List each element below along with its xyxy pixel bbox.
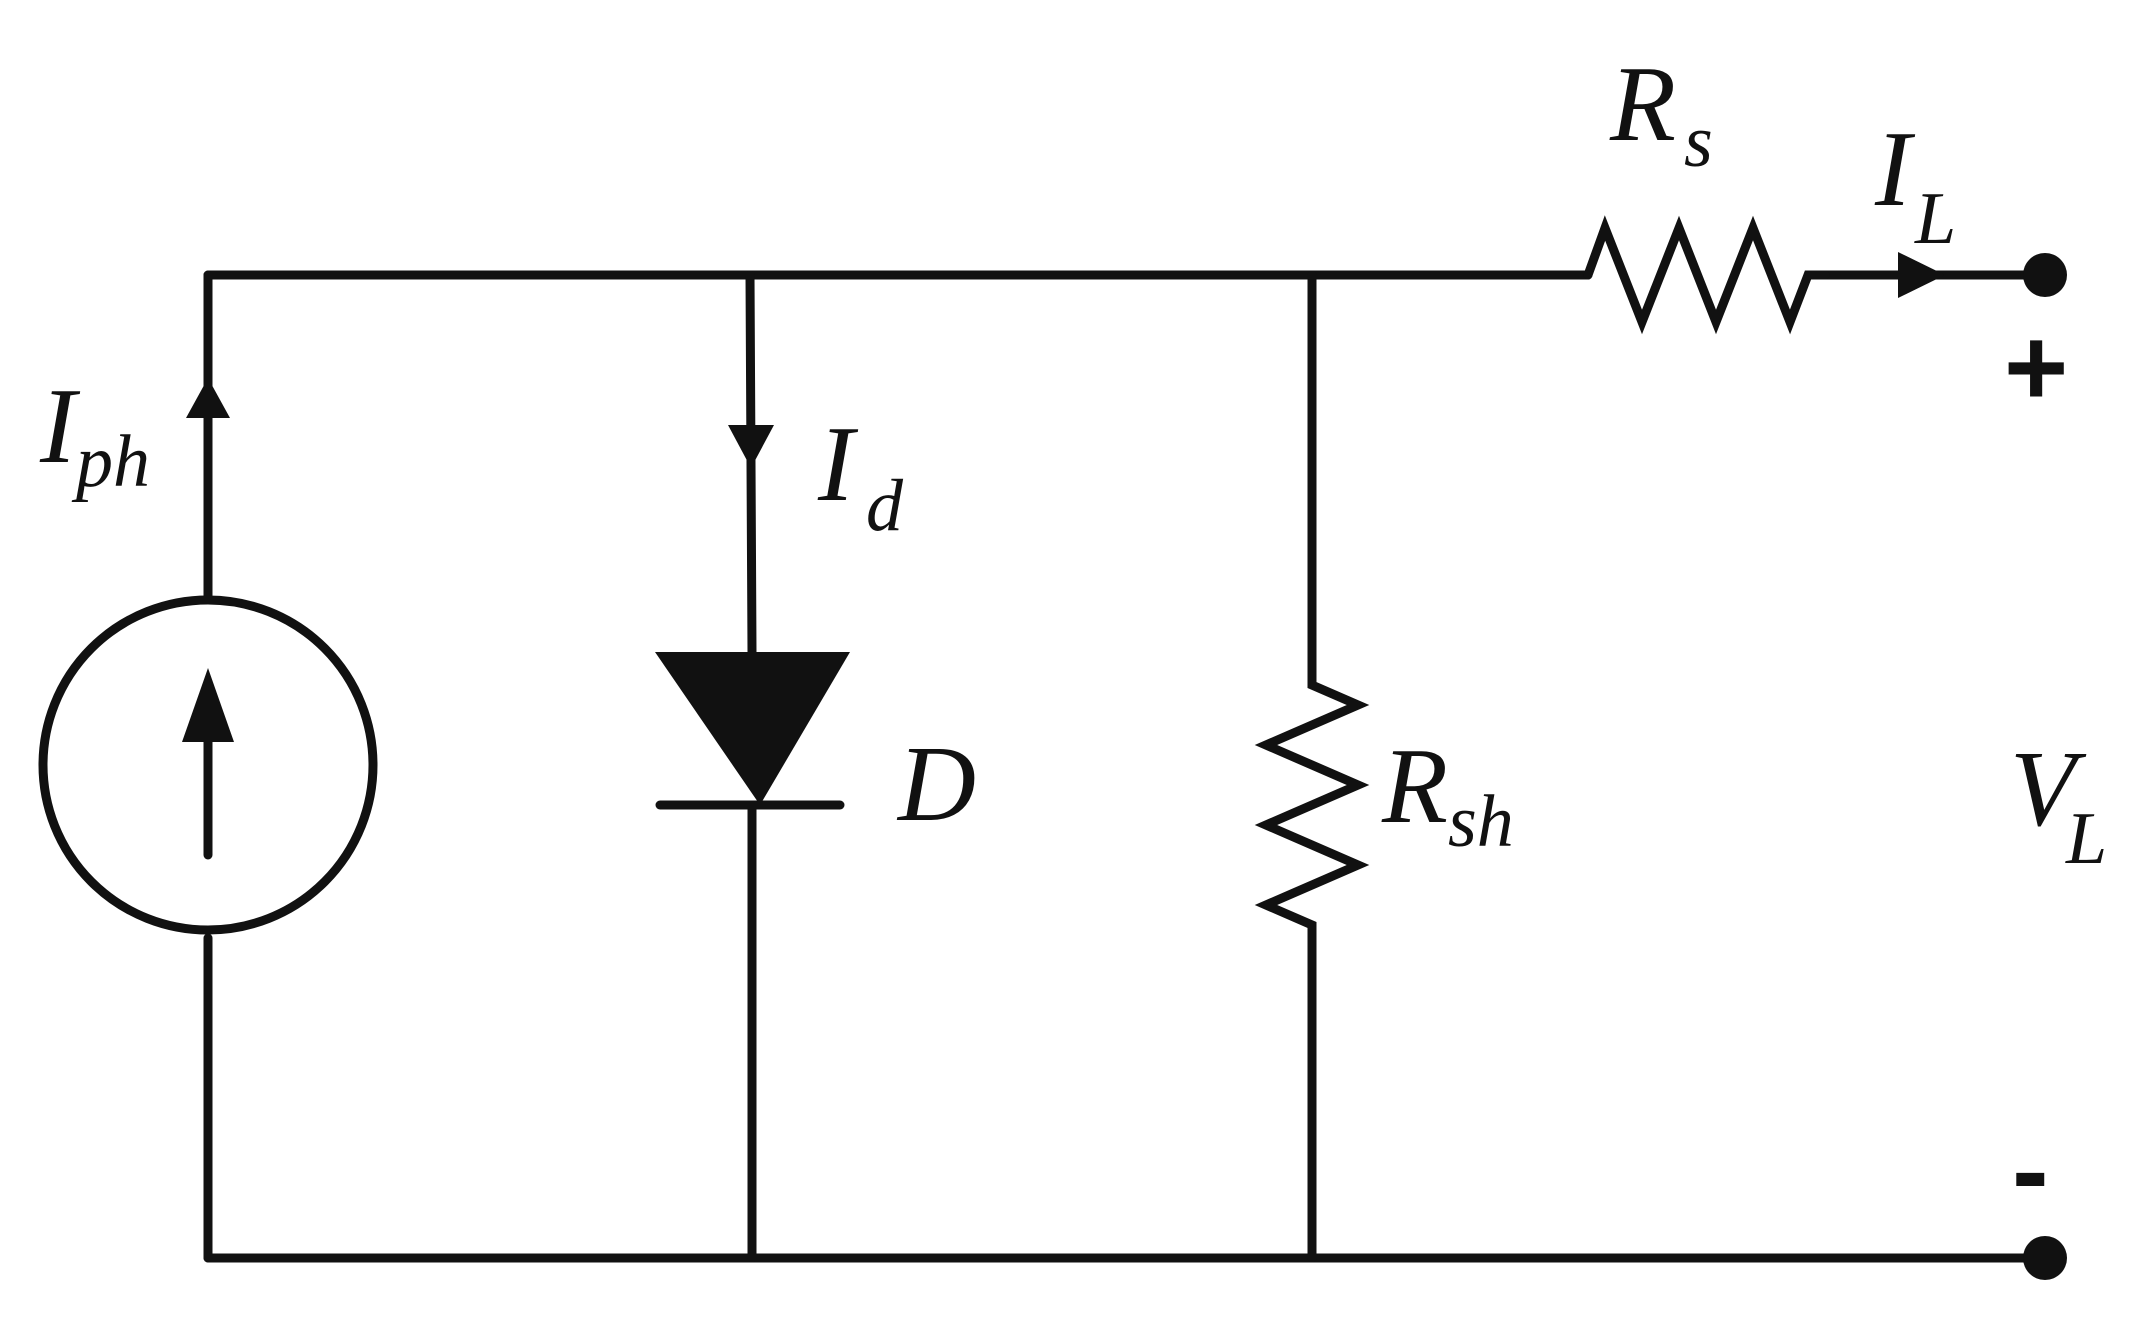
- il-arrow-icon: [1898, 252, 1945, 298]
- il-label: IL: [1874, 110, 1956, 260]
- positive-sign: +: [2004, 306, 2068, 429]
- positive-terminal: [2023, 253, 2067, 297]
- source-arrow-icon: [182, 668, 234, 742]
- diode-icon: [655, 652, 850, 805]
- source-circle: [38, 595, 378, 935]
- id-arrow-icon: [728, 425, 774, 468]
- vl-label: VL: [2010, 730, 2107, 880]
- diode-label: D: [896, 725, 976, 844]
- shunt-resistor-icon: [1254, 270, 1370, 1263]
- iph-label: Iph: [39, 367, 150, 503]
- iph-arrow-icon: [186, 378, 230, 418]
- series-resistor-icon: [1583, 215, 1830, 335]
- current-source: Iph: [38, 270, 378, 1263]
- shunt-resistor-branch: Rsh: [1254, 270, 1514, 1263]
- negative-terminal: [2023, 1236, 2067, 1280]
- rsh-label: Rsh: [1381, 727, 1514, 863]
- negative-sign: -: [2012, 1109, 2049, 1232]
